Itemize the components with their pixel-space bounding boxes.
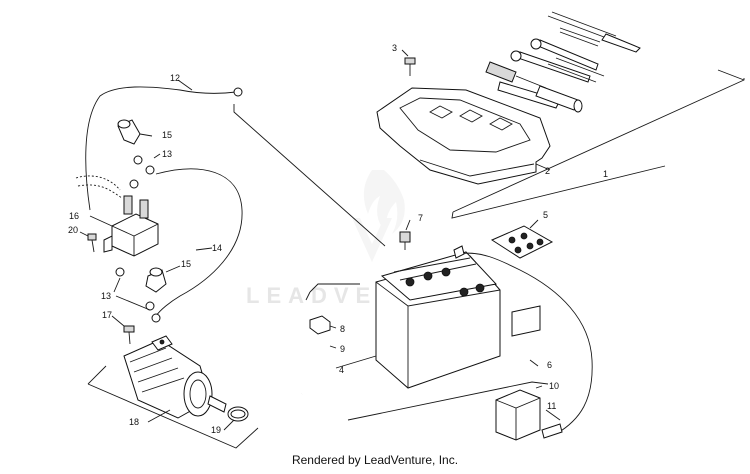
leader-20 <box>79 231 89 237</box>
foam-pad-part-10 <box>495 389 541 441</box>
callout-1: 1 <box>603 169 608 179</box>
cable-part-12 <box>85 86 237 211</box>
callout-9: 9 <box>340 344 345 354</box>
leader-9 <box>329 345 337 349</box>
leader-17 <box>111 315 125 327</box>
tool-tray-inner <box>399 97 531 153</box>
leader-4 <box>335 355 377 369</box>
terminal-boot-part-15-lower <box>145 267 167 293</box>
leader-5 <box>529 219 539 229</box>
callout-16: 16 <box>69 211 79 221</box>
bracket-line <box>451 165 666 219</box>
callout-13-lower: 13 <box>101 291 111 301</box>
leader-18 <box>147 409 171 423</box>
starter-group <box>75 79 259 449</box>
leader-14 <box>195 247 213 251</box>
leader-16 <box>89 215 113 227</box>
callout-3: 3 <box>392 43 397 53</box>
wire-harness <box>77 184 123 199</box>
vent-screw-part-7 <box>399 231 411 250</box>
frame-line <box>347 381 549 421</box>
callout-15-lower: 15 <box>181 259 191 269</box>
leader-2 <box>535 163 551 171</box>
frame-line <box>305 291 311 301</box>
callout-18: 18 <box>129 417 139 427</box>
callout-15-upper: 15 <box>162 130 172 140</box>
tool-tray-edge <box>419 159 535 177</box>
callout-11: 11 <box>547 401 556 411</box>
frame-line <box>87 365 259 449</box>
callout-5: 5 <box>543 210 548 220</box>
battery-group <box>300 219 593 441</box>
assembly-link-line <box>233 104 386 247</box>
screw-part-20 <box>87 233 97 253</box>
leader-10 <box>535 385 543 389</box>
starter-solenoid-part-16 <box>103 195 159 257</box>
bolt-part-3 <box>404 57 416 76</box>
leader-7 <box>405 219 411 231</box>
terminal-part-11 <box>541 423 563 439</box>
callout-19: 19 <box>211 425 221 435</box>
frame-line <box>309 283 360 293</box>
battery-edges <box>375 281 501 388</box>
battery-cable-part-6 <box>453 245 593 435</box>
nut-part-13 <box>129 155 155 189</box>
bolt-part-17 <box>123 325 135 345</box>
callout-10: 10 <box>549 381 559 391</box>
tool-tray-slots <box>429 105 513 131</box>
leader-13a <box>153 153 161 159</box>
battery-terminals <box>405 267 485 297</box>
bracket-line <box>717 69 745 81</box>
tools <box>485 11 641 113</box>
watermark-logo <box>352 170 405 262</box>
leader-3 <box>401 49 409 57</box>
leader-15b <box>165 265 181 273</box>
leader-12 <box>177 79 193 91</box>
callout-4: 4 <box>339 365 344 375</box>
callout-17: 17 <box>102 310 112 320</box>
tool-tray <box>376 87 551 185</box>
leader-15a <box>139 133 153 137</box>
callout-13-upper: 13 <box>162 149 172 159</box>
wire-harness <box>75 175 121 191</box>
battery-label <box>511 305 541 337</box>
callout-2: 2 <box>545 166 550 176</box>
footer-credit: Rendered by LeadVenture, Inc. <box>292 453 458 467</box>
callout-12: 12 <box>170 73 180 83</box>
vent-hose-part-9 <box>300 340 322 401</box>
callout-8: 8 <box>340 324 345 334</box>
cable-part-12-eyelet <box>233 87 243 97</box>
cable-part-14 <box>155 168 243 317</box>
callout-14: 14 <box>212 243 222 253</box>
leader-19 <box>223 419 235 431</box>
callout-7: 7 <box>418 213 423 223</box>
clip-part-8 <box>309 315 331 335</box>
leader-13b <box>113 277 151 311</box>
callout-6: 6 <box>547 360 552 370</box>
leader-11 <box>545 409 561 421</box>
leader-8 <box>329 325 337 329</box>
o-ring-part-19 <box>227 406 249 422</box>
callout-labels: 1 2 3 4 5 6 7 8 9 10 11 12 13 13 14 15 1… <box>68 43 608 435</box>
starter-motor-part-18 <box>123 335 227 419</box>
callout-20: 20 <box>68 225 78 235</box>
terminal-boot-part-15 <box>117 119 141 145</box>
leader-6 <box>529 359 539 367</box>
battery-top-ribs <box>393 257 477 281</box>
battery-top <box>380 251 497 301</box>
tool-kit-group <box>376 11 745 219</box>
hardware-kit-part-5 <box>490 225 554 259</box>
